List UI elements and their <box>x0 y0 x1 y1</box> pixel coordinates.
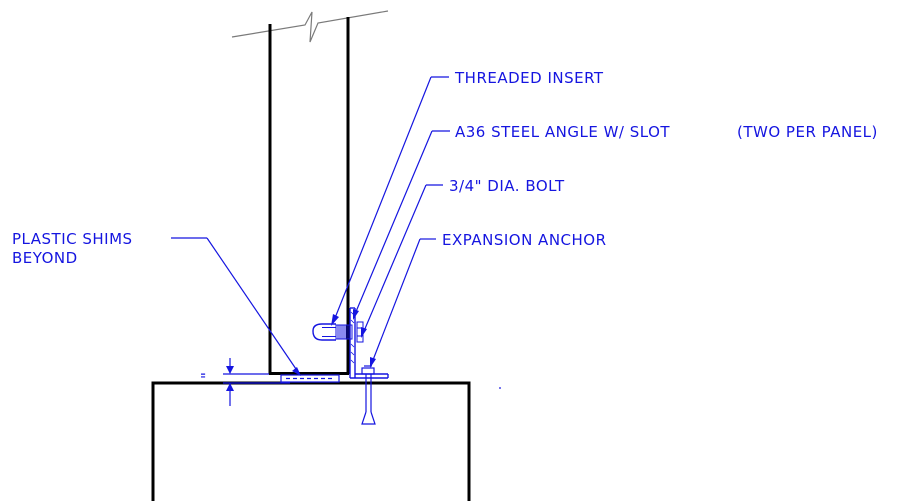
break-line <box>231 10 389 43</box>
gap-dimension <box>223 358 290 406</box>
concrete-footing <box>151 381 471 501</box>
label-steel-angle: A36 STEEL ANGLE W/ SLOT <box>455 123 670 141</box>
label-plastic-shims: PLASTIC SHIMS <box>12 230 133 248</box>
label-expansion-anchor: EXPANSION ANCHOR <box>442 231 607 249</box>
label-threaded-insert: THREADED INSERT <box>454 69 604 87</box>
label-bolt: 3/4" DIA. BOLT <box>449 177 565 195</box>
label-angle-note: (TWO PER PANEL) <box>737 123 878 141</box>
plastic-shims <box>280 374 340 383</box>
gap-dimension-label: " <box>198 372 216 379</box>
wall-panel <box>268 17 350 375</box>
leader-lines <box>171 76 450 376</box>
label-plastic-shims-beyond: BEYOND <box>12 249 78 267</box>
expansion-anchor <box>361 365 376 425</box>
reference-dot <box>499 387 501 389</box>
steel-angle <box>349 307 389 379</box>
threaded-insert <box>312 323 336 341</box>
